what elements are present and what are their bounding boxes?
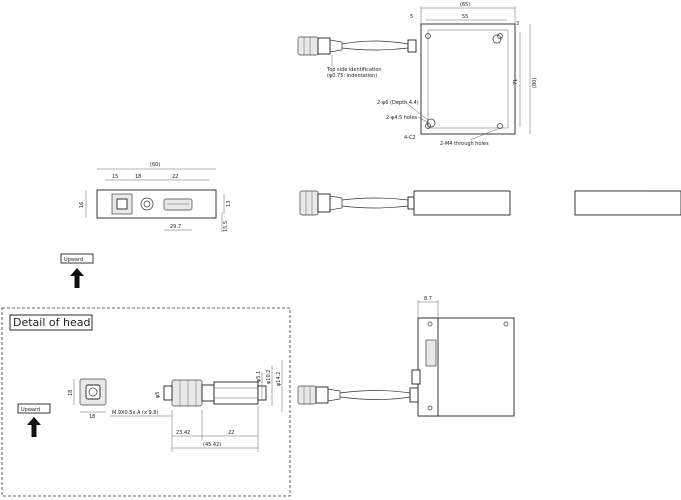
callout-top-side-id: Top side identification: [326, 67, 382, 73]
head-dim-thread: M.9X0.5x A (x 9.8): [112, 410, 158, 416]
upward-label: Upward: [64, 257, 83, 263]
callout-top-side-id-sub: (φ0.75: indentation): [327, 73, 377, 79]
upward-label-box: [60, 253, 94, 264]
detail-upward-arrow-icon: [27, 417, 41, 437]
head-dim-22: 22: [228, 430, 234, 436]
callout-depth-holes: 2-φ6 (Depth 4.4): [377, 100, 419, 106]
head-dim-phi5-1: φ5.1: [256, 371, 262, 382]
detail-title: Detail of head: [13, 316, 90, 329]
front-dim-total: (60): [150, 162, 160, 168]
side-view-body: [413, 190, 511, 216]
callout-holes-45: 2-φ4.5 holes: [386, 115, 418, 121]
head-dim-w18: 18: [89, 414, 95, 420]
bottom-right-view: 8.7: [297, 296, 515, 417]
top-view-connector: [297, 36, 417, 56]
head-dim-23: 23.42: [176, 430, 190, 436]
head-side-view: [163, 379, 267, 407]
head-dim-h18: 18: [68, 390, 74, 396]
upward-indicator: Upward: [60, 253, 94, 288]
head-dim-phi-d: φ5: [155, 392, 161, 398]
front-view: (60) 15 18 22 16 13 29.7 15.5: [79, 162, 232, 232]
end-view: [574, 190, 681, 216]
front-dim-15-5: 15.5: [223, 221, 229, 232]
bottom-right-body: [423, 317, 515, 417]
upward-arrow-icon: [70, 268, 84, 288]
detail-title-box: [9, 314, 93, 331]
dim-width-inner: 55: [462, 14, 468, 20]
head-dim-phi14-2: φ14.2: [276, 372, 282, 386]
detail-of-head: Detail of head 18 18 Upward φ5 M.9X0.5x …: [1, 307, 291, 497]
end-view-body: [574, 190, 681, 216]
front-dim-22: 22: [172, 174, 178, 180]
front-dim-h13: 13: [226, 201, 232, 207]
callout-corner: 4-C2: [404, 135, 416, 141]
head-dim-phi10-2: φ10.2: [266, 370, 272, 384]
detail-frame: [1, 307, 291, 497]
front-dim-15: 15: [112, 174, 118, 180]
head-dim-total: (45.42): [203, 442, 221, 448]
dim-left-offset: 5: [410, 14, 413, 20]
side-view: [299, 190, 511, 216]
callout-through-holes: 2-M4 through holes: [440, 141, 489, 147]
detail-upward-label: Upward: [21, 407, 40, 413]
top-view: (65) 55 5 3 71 (80) Top side identificat…: [297, 2, 538, 147]
detail-upward-box: [17, 403, 51, 414]
front-dim-29-7: 29.7: [170, 224, 181, 230]
dim-height-total: (80): [532, 78, 538, 88]
dim-right-offset: 3: [516, 21, 519, 27]
front-dim-18: 18: [135, 174, 141, 180]
dim-height-inner: 71: [513, 79, 519, 85]
side-dim-top: 8.7: [424, 296, 432, 302]
dim-width-total: (65): [460, 2, 470, 8]
front-dim-h16: 16: [79, 202, 85, 208]
